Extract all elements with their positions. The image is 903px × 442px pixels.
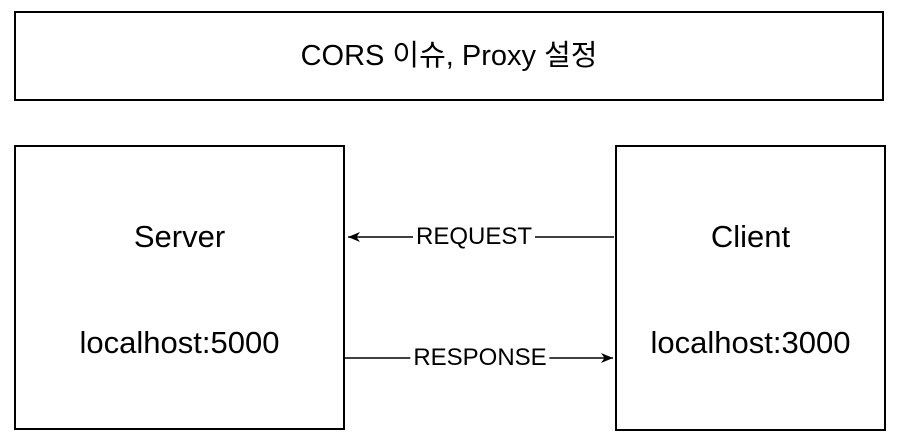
client-node-title: Client	[710, 219, 791, 254]
response-edge-label: RESPONSE	[410, 344, 550, 372]
client-node-address: localhost:3000	[650, 325, 851, 360]
request-edge-label: REQUEST	[412, 223, 536, 251]
server-node: Server localhost:5000	[14, 145, 345, 430]
server-node-title: Server	[133, 219, 226, 254]
client-node: Client localhost:3000	[615, 145, 886, 431]
diagram-title: CORS 이슈, Proxy 설정	[300, 39, 598, 72]
server-node-address: localhost:5000	[79, 325, 280, 360]
title-box: CORS 이슈, Proxy 설정	[14, 11, 884, 101]
